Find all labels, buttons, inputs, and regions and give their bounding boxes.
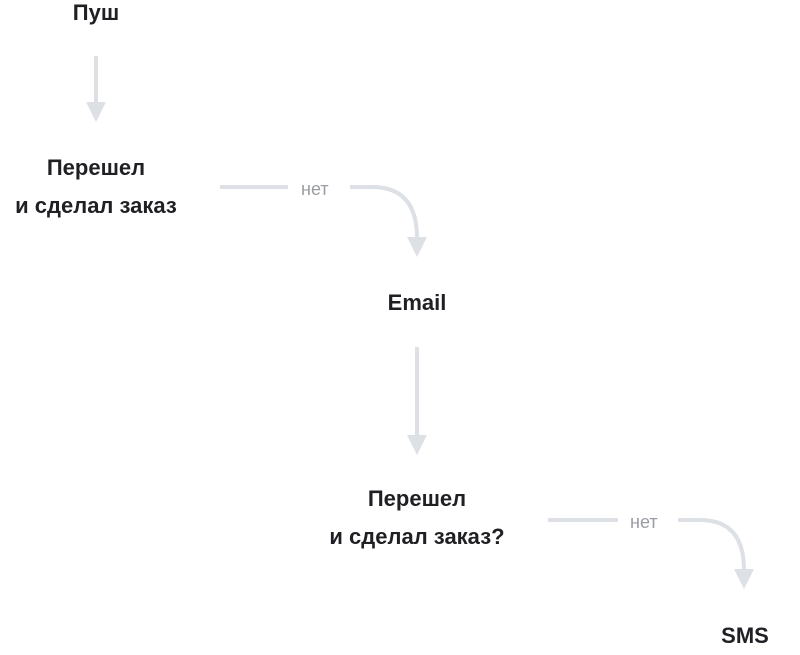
node-converted-1-line1: Перешел [46,155,146,180]
edge-label-no-2: нет [630,512,658,532]
arrowhead-push [86,102,106,122]
node-converted-1-line2: и сделал заказ [15,193,177,218]
node-converted-2: Перешел и сделал заказ? [310,480,524,556]
node-converted-2-line2: и сделал заказ? [329,524,505,549]
arrowhead-email [407,237,427,257]
node-converted-1: Перешел и сделал заказ [0,149,192,225]
node-email-label: Email [387,290,447,315]
node-push: Пуш [46,0,146,32]
node-email: Email [357,284,477,322]
node-converted-2-line1: Перешел [367,486,467,511]
branch-curve-1 [350,185,419,239]
node-sms-label: SMS [721,623,769,648]
node-push-label: Пуш [72,0,120,25]
edge-label-no-1: нет [301,179,329,199]
node-sms: SMS [700,617,790,655]
arrowhead-converted [407,435,427,455]
branch-curve-2 [678,518,746,571]
arrowhead-sms [734,569,754,589]
